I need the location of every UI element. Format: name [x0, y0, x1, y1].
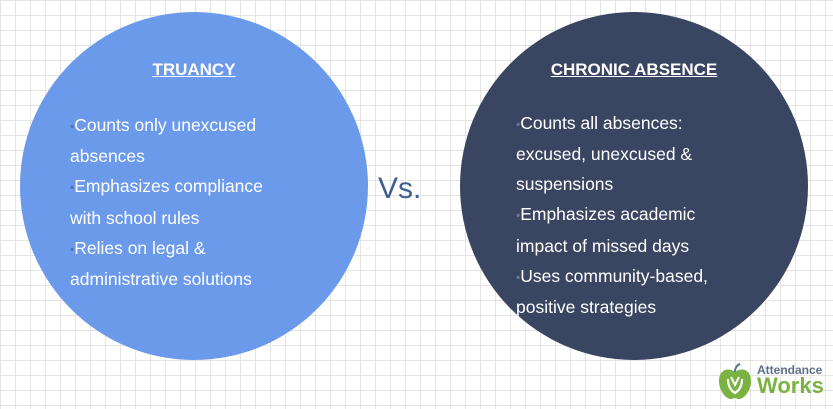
chronic-absence-title: CHRONIC ABSENCE: [550, 60, 718, 79]
truancy-bullet: •Emphasizes compliance: [70, 176, 263, 197]
chronic-absence-bullet: •Uses community-based,: [516, 265, 708, 286]
truancy-bullet-continued: absences: [70, 146, 145, 167]
truancy-bullet-continued: with school rules: [70, 207, 200, 228]
truancy-bullet-continued: administrative solutions: [70, 269, 252, 290]
chronic-absence-bullet: •Emphasizes academic: [516, 204, 696, 225]
truancy-bullet: •Counts only unexcused: [70, 115, 257, 135]
chronic-absence-bullet-continued: positive strategies: [516, 297, 657, 318]
apple-icon: [719, 363, 751, 399]
truancy-bullet: •Relies on legal &: [70, 237, 206, 258]
chronic-absence-bullet-continued: excused, unexcused &: [516, 144, 693, 165]
truancy-bullet-list: •Counts only unexcused absences •Emphasi…: [70, 110, 340, 294]
logo-text-works: Works: [757, 373, 824, 398]
bullet-dot-icon: •: [70, 242, 75, 257]
chronic-absence-bullet-continued: suspensions: [516, 174, 614, 195]
bullet-dot-icon: •: [516, 117, 521, 132]
bullet-dot-icon: •: [516, 270, 521, 285]
bullet-dot-icon: •: [70, 180, 75, 195]
truancy-circle: TRUANCY •Counts only unexcused absences …: [20, 12, 368, 360]
truancy-title: TRUANCY: [152, 60, 236, 79]
logo-text-attendance: Attendance: [757, 363, 823, 377]
versus-label: Vs.: [378, 172, 422, 205]
attendance-works-logo: Attendance Works: [715, 357, 833, 403]
bullet-dot-icon: •: [516, 208, 521, 223]
chronic-absence-circle: CHRONIC ABSENCE •Counts all absences: ex…: [460, 12, 808, 360]
chronic-absence-bullet-list: •Counts all absences: excused, unexcused…: [516, 108, 786, 322]
chronic-absence-bullet-continued: impact of missed days: [516, 235, 690, 256]
chronic-absence-bullet: •Counts all absences:: [516, 113, 683, 133]
bullet-dot-icon: •: [70, 119, 75, 134]
